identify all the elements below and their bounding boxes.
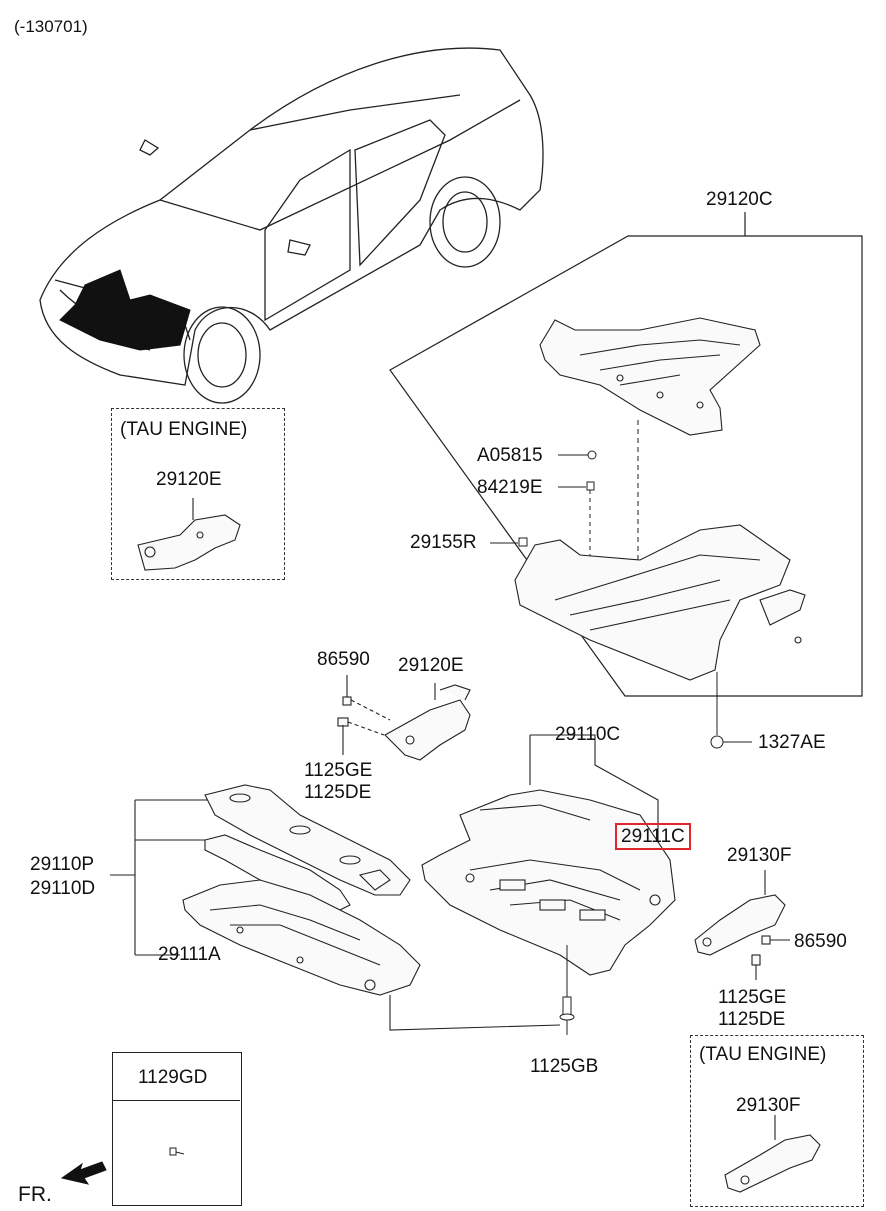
part-label-29110P[interactable]: 29110P — [30, 854, 95, 875]
part-29110C-cover — [421, 789, 676, 976]
part-label-A05815[interactable]: A05815 — [477, 445, 543, 466]
part-29120C-lower-plate — [514, 524, 806, 681]
part-label-1125DE-lower[interactable]: 1125DE — [718, 1009, 786, 1030]
part-label-29110D[interactable]: 29110D — [30, 878, 96, 899]
diagram-code: (-130701) — [14, 17, 88, 36]
front-arrow-icon — [60, 1161, 107, 1185]
part-29120C-upper-plate — [539, 317, 761, 436]
part-label-1125GE-upper[interactable]: 1125GE — [304, 760, 373, 781]
assembly-29110P-lines — [110, 799, 561, 1031]
part-1129GD-box-divider — [112, 1100, 240, 1101]
front-direction-label: FR. — [18, 1183, 52, 1206]
part-label-29155R[interactable]: 29155R — [410, 532, 477, 553]
part-label-1125GB[interactable]: 1125GB — [530, 1056, 599, 1077]
part-label-29111A[interactable]: 29111A — [158, 944, 221, 965]
part-label-29110C[interactable]: 29110C — [555, 724, 621, 745]
part-label-1125DE-upper[interactable]: 1125DE — [304, 782, 372, 803]
bolt-1327AE — [710, 672, 752, 749]
part-label-1129GD[interactable]: 1129GD — [138, 1067, 208, 1088]
tau-left-part-label[interactable]: 29120E — [156, 469, 222, 490]
part-label-1125GE-lower[interactable]: 1125GE — [718, 987, 787, 1008]
part-29120E-main — [337, 675, 471, 761]
bolt-1125GB — [559, 945, 575, 1035]
part-29111A-panel — [182, 879, 421, 996]
tau-left-title: (TAU ENGINE) — [120, 419, 248, 440]
part-label-29120E-main[interactable]: 29120E — [398, 655, 464, 676]
tau-right-box — [690, 1035, 864, 1207]
part-29130F-main — [694, 870, 790, 980]
part-label-29120C[interactable]: 29120C — [706, 189, 773, 210]
part-label-86590-upper[interactable]: 86590 — [317, 649, 370, 670]
tau-left-box — [111, 408, 285, 580]
part-label-1327AE[interactable]: 1327AE — [758, 732, 826, 753]
part-label-29130F-main[interactable]: 29130F — [727, 845, 792, 866]
tau-right-title: (TAU ENGINE) — [699, 1044, 827, 1065]
part-label-84219E[interactable]: 84219E — [477, 477, 543, 498]
assembly-box-29120C — [389, 212, 863, 697]
tau-right-bracket — [724, 1115, 821, 1193]
car-illustration — [39, 47, 544, 404]
assembly-29110C-lines — [529, 734, 659, 895]
part-label-29111C[interactable]: 29111C — [615, 823, 691, 850]
part-1129GD-box — [112, 1052, 242, 1206]
part-29110P-panel — [204, 784, 411, 896]
hardware-fasteners — [490, 450, 597, 640]
part-1129GD-icon — [169, 1147, 185, 1156]
car-undercover-highlight — [59, 269, 191, 351]
tau-left-bracket — [137, 498, 241, 571]
tau-right-part-label[interactable]: 29130F — [736, 1095, 801, 1116]
part-label-86590-lower[interactable]: 86590 — [794, 931, 847, 952]
